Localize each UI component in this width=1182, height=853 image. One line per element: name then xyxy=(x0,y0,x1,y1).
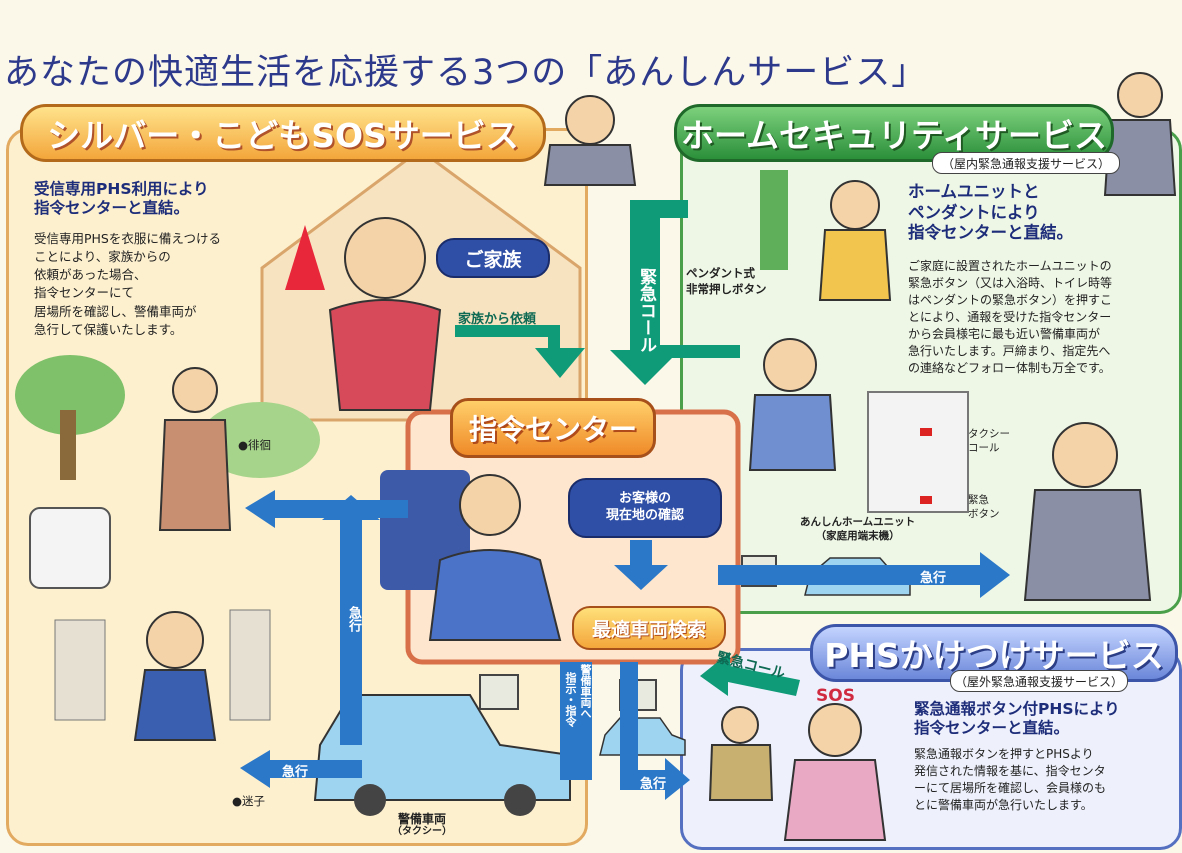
phs-description: 緊急通報ボタンを押すとPHSより 発信された情報を基に、指令センタ ーにて居場所… xyxy=(914,746,1106,814)
home-headline-line: 指令センターと直結。 xyxy=(908,223,1073,243)
home-unit-label-line: あんしんホームユニット xyxy=(800,516,916,528)
guard-car-label-line: 警備車両 xyxy=(397,812,446,826)
location-check-line: お客様の xyxy=(618,491,671,507)
arrow-label-rush-home: 急行 xyxy=(920,571,947,586)
home-description-line: はペンダントの緊急ボタン）を押すこ xyxy=(908,293,1113,308)
arrow-phs-call xyxy=(700,652,800,696)
silver-description-line: 居場所を確認し、警備車両が xyxy=(34,303,197,319)
emergency-button-label-line: ボタン xyxy=(968,507,1000,520)
location-check-badge: お客様の 現在地の確認 xyxy=(568,478,722,538)
arrow-instruction-down xyxy=(560,662,592,780)
silver-description-line: 急行して保護いたします。 xyxy=(34,321,183,337)
home-description-line: とにより、通報を受けた指令センター xyxy=(908,310,1112,325)
silver-headline: 受信専用PHS利用により 指令センターと直結。 xyxy=(34,180,209,219)
home-unit-label-line: （家庭用端末機） xyxy=(815,529,900,542)
arrow-label-to-guard-car: 警備車両へ xyxy=(579,664,592,719)
label-wander: ●徘徊 xyxy=(238,438,272,452)
arrow-label-rush-phs: 急行 xyxy=(640,777,667,792)
arrow-rush-up xyxy=(322,495,380,745)
guard-car-label-line: （タクシー） xyxy=(392,826,452,838)
home-description-line: 緊急ボタン（又は入浴時、トイレ時等 xyxy=(908,276,1113,291)
emergency-button-label: 緊急 ボタン xyxy=(968,494,1000,521)
home-description-line: ご家庭に設置されたホームユニットの xyxy=(908,259,1112,273)
silver-headline-line: 指令センターと直結。 xyxy=(34,199,190,218)
command-center-title: 指令センター xyxy=(450,398,656,458)
pendant-label-line: ペンダント式 xyxy=(686,266,755,280)
small-taxi-phs xyxy=(599,717,686,756)
lost-child-illustration xyxy=(54,609,271,741)
monitor-icon-car xyxy=(479,674,519,710)
emergency-button-label-line: 緊急 xyxy=(968,494,989,506)
silver-sos-banner: シルバー・こどもSOSサービス xyxy=(20,104,546,162)
phs-headline: 緊急通報ボタン付PHSにより 指令センターと直結。 xyxy=(914,700,1120,739)
silver-description-line: 依頼があった場合、 xyxy=(34,267,147,283)
vehicle-search-badge: 最適車両検索 xyxy=(572,606,726,650)
main-title: あなたの快適生活を応援する3つの「あんしんサービス」 xyxy=(4,53,928,93)
label-lost: ●迷子 xyxy=(232,794,266,808)
home-description-line: から会員様宅に最も近い警備車両が xyxy=(908,327,1101,342)
phs-headline-line: 緊急通報ボタン付PHSにより xyxy=(914,700,1120,718)
arrow-rush-left xyxy=(240,750,362,788)
home-security-banner: ホームセキュリティサービス xyxy=(674,104,1114,162)
phs-device xyxy=(29,507,111,589)
arrow-label-emergency-call: 緊急コール xyxy=(636,268,656,353)
arrow-label-rush-left: 急行 xyxy=(282,765,309,780)
woman-on-phone-illustration xyxy=(285,217,442,411)
arrow-down-center xyxy=(614,540,668,590)
silver-description-line: ことにより、家族からの xyxy=(34,249,171,265)
silver-description-line: 指令センターにて xyxy=(34,285,135,301)
arrow-rush-to-wander xyxy=(245,490,408,528)
arrow-label-rush-up: 急行 xyxy=(346,606,361,632)
sos-text: SOS xyxy=(816,686,855,706)
home-description: ご家庭に設置されたホームユニットの 緊急ボタン（又は入浴時、トイレ時等 はペンダ… xyxy=(908,258,1112,377)
guard-taxi-illustration xyxy=(313,694,571,816)
silver-description: 受信専用PHSを衣服に備えつける ことにより、家族からの 依頼があった場合、 指… xyxy=(34,230,221,339)
park-illustration xyxy=(15,355,320,531)
phs-description-line: 発信された情報を基に、指令センタ xyxy=(914,764,1106,779)
home-description-line: 急行いたします。戸締まり、指定先へ xyxy=(908,344,1111,359)
operator-illustration xyxy=(380,470,562,641)
home-security-subtitle: （屋内緊急通報支援サービス） xyxy=(932,152,1120,174)
home-description-line: の連絡などフォロー体制も万全です。 xyxy=(908,361,1111,376)
home-illustrations xyxy=(543,72,1177,601)
arrow-rush-phs xyxy=(620,662,690,800)
family-badge: ご家族 xyxy=(436,238,550,278)
arrow-emergency-call-down xyxy=(610,200,688,385)
phs-illustrations xyxy=(708,703,887,841)
pendant-label: ペンダント式 非常押しボタン xyxy=(686,266,767,297)
arrow-family-request xyxy=(455,325,585,378)
guard-car-label: 警備車両 （タクシー） xyxy=(392,812,452,838)
home-headline: ホームユニットと ペンダントにより 指令センターと直結。 xyxy=(908,182,1073,244)
taxi-call-label-line: コール xyxy=(968,441,1000,454)
taxi-call-label-line: タクシー xyxy=(968,428,1010,440)
pendant-label-line: 非常押しボタン xyxy=(686,281,767,296)
location-check-line: 現在地の確認 xyxy=(605,508,684,523)
home-headline-line: ホームユニットと xyxy=(908,182,1040,201)
silver-headline-line: 受信専用PHS利用により xyxy=(34,180,209,198)
taxi-call-label: タクシー コール xyxy=(968,428,1010,455)
arrow-label-family-request: 家族から依頼 xyxy=(458,312,537,327)
arrow-home-to-center xyxy=(660,345,740,358)
phs-description-line: 緊急通報ボタンを押すとPHSより xyxy=(914,747,1094,761)
silver-description-line: 受信専用PHSを衣服に備えつける xyxy=(34,231,221,246)
home-headline-line: ペンダントにより xyxy=(908,202,1040,222)
phs-rush-subtitle: （屋外緊急通報支援サービス） xyxy=(950,670,1128,692)
blue-arrows xyxy=(240,490,1010,800)
phs-description-line: とに警備車両が急行いたします。 xyxy=(914,798,1093,813)
arrow-rush-home xyxy=(718,552,1010,598)
arrow-label-instruction: 指示・指令 xyxy=(564,672,577,727)
phs-description-line: ーにて居場所を確認し、会員様のも xyxy=(914,781,1107,796)
home-unit-label: あんしんホームユニット （家庭用端末機） xyxy=(800,516,915,543)
phs-headline-line: 指令センターと直結。 xyxy=(914,719,1070,738)
green-arrows xyxy=(455,200,800,696)
